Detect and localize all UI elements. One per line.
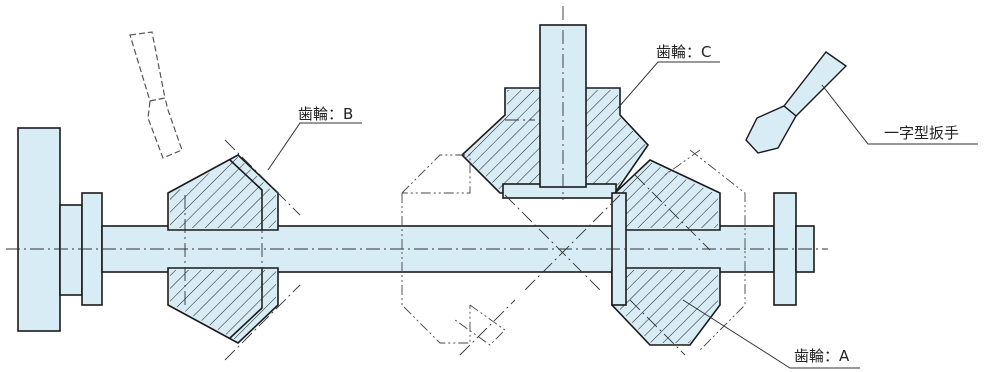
- gear-b-label: 歯輪：B: [298, 105, 353, 123]
- wrench-label: 一字型扳手: [884, 124, 959, 142]
- flat-wrench: [745, 51, 848, 154]
- flat-wrench-ghost: [129, 31, 183, 159]
- gear-a: [611, 159, 721, 346]
- gear-c-label: 歯輪：C: [656, 43, 711, 61]
- left-hub: [59, 204, 83, 296]
- gear-a-label: 歯輪：A: [794, 347, 850, 365]
- gear-b: [167, 154, 279, 344]
- left-flange-plate: [17, 127, 61, 332]
